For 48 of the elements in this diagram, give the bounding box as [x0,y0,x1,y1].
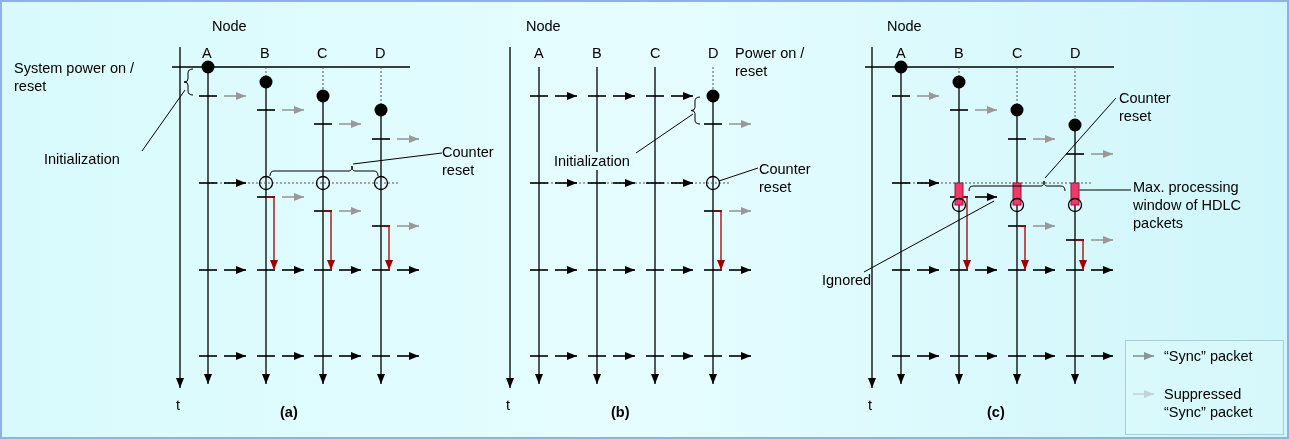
annotation-text: System power on / reset [14,59,136,95]
counter-reset-circle [1067,197,1083,213]
axis-label: t [506,396,511,414]
lifeline-label: D [375,44,386,62]
counter-reset-circle [705,175,721,191]
panel-label: (b) [611,403,630,421]
lifeline-label: B [954,44,964,62]
axis-label: Node [887,17,922,35]
lifeline-label: C [317,44,328,62]
leader-line [352,152,443,165]
lifeline-label: C [1012,44,1023,62]
axis-label: t [868,396,873,414]
leader-line [635,113,694,154]
lifeline-label: A [896,44,906,62]
lifeline-label: A [202,44,212,62]
callout-text: Counter reset [442,143,512,179]
leader-line [718,167,759,182]
processing-window-bar [1012,182,1022,206]
leader-line [863,200,995,273]
counter-reset-circle [951,197,967,213]
callout-text: Ignored [822,271,872,289]
panel-label: (a) [280,403,298,421]
callout-text: Counter reset [1119,89,1189,125]
leader-line [1044,97,1117,179]
leader-line [1079,189,1132,191]
callout-text: Counter reset [759,160,829,196]
panel-label: (c) [987,403,1005,421]
lifeline-label: D [1070,44,1081,62]
lifeline-label: B [260,44,270,62]
lifeline-label: C [650,44,661,62]
legend-text: “Sync” packet [1164,347,1254,365]
counter-reset-circle [258,175,274,191]
callout-text: Max. processing window of HDLC packets [1133,178,1283,232]
lifeline-label: D [708,44,719,62]
lifeline-label: B [592,44,602,62]
leader-line [141,89,186,152]
processing-window-bar [954,182,964,206]
processing-window-bar [1070,182,1080,206]
axis-label: t [176,396,181,414]
axis-label: Node [526,17,561,35]
legend-text: Suppressed “Sync” packet [1164,385,1254,421]
counter-reset-circle [373,175,389,191]
counter-reset-circle [1009,197,1025,213]
callout-text: Initialization [44,150,120,168]
annotation-text: Power on / reset [735,44,806,80]
counter-reset-circle [315,175,331,191]
lifeline-label: A [534,44,544,62]
axis-label: Node [212,17,247,35]
